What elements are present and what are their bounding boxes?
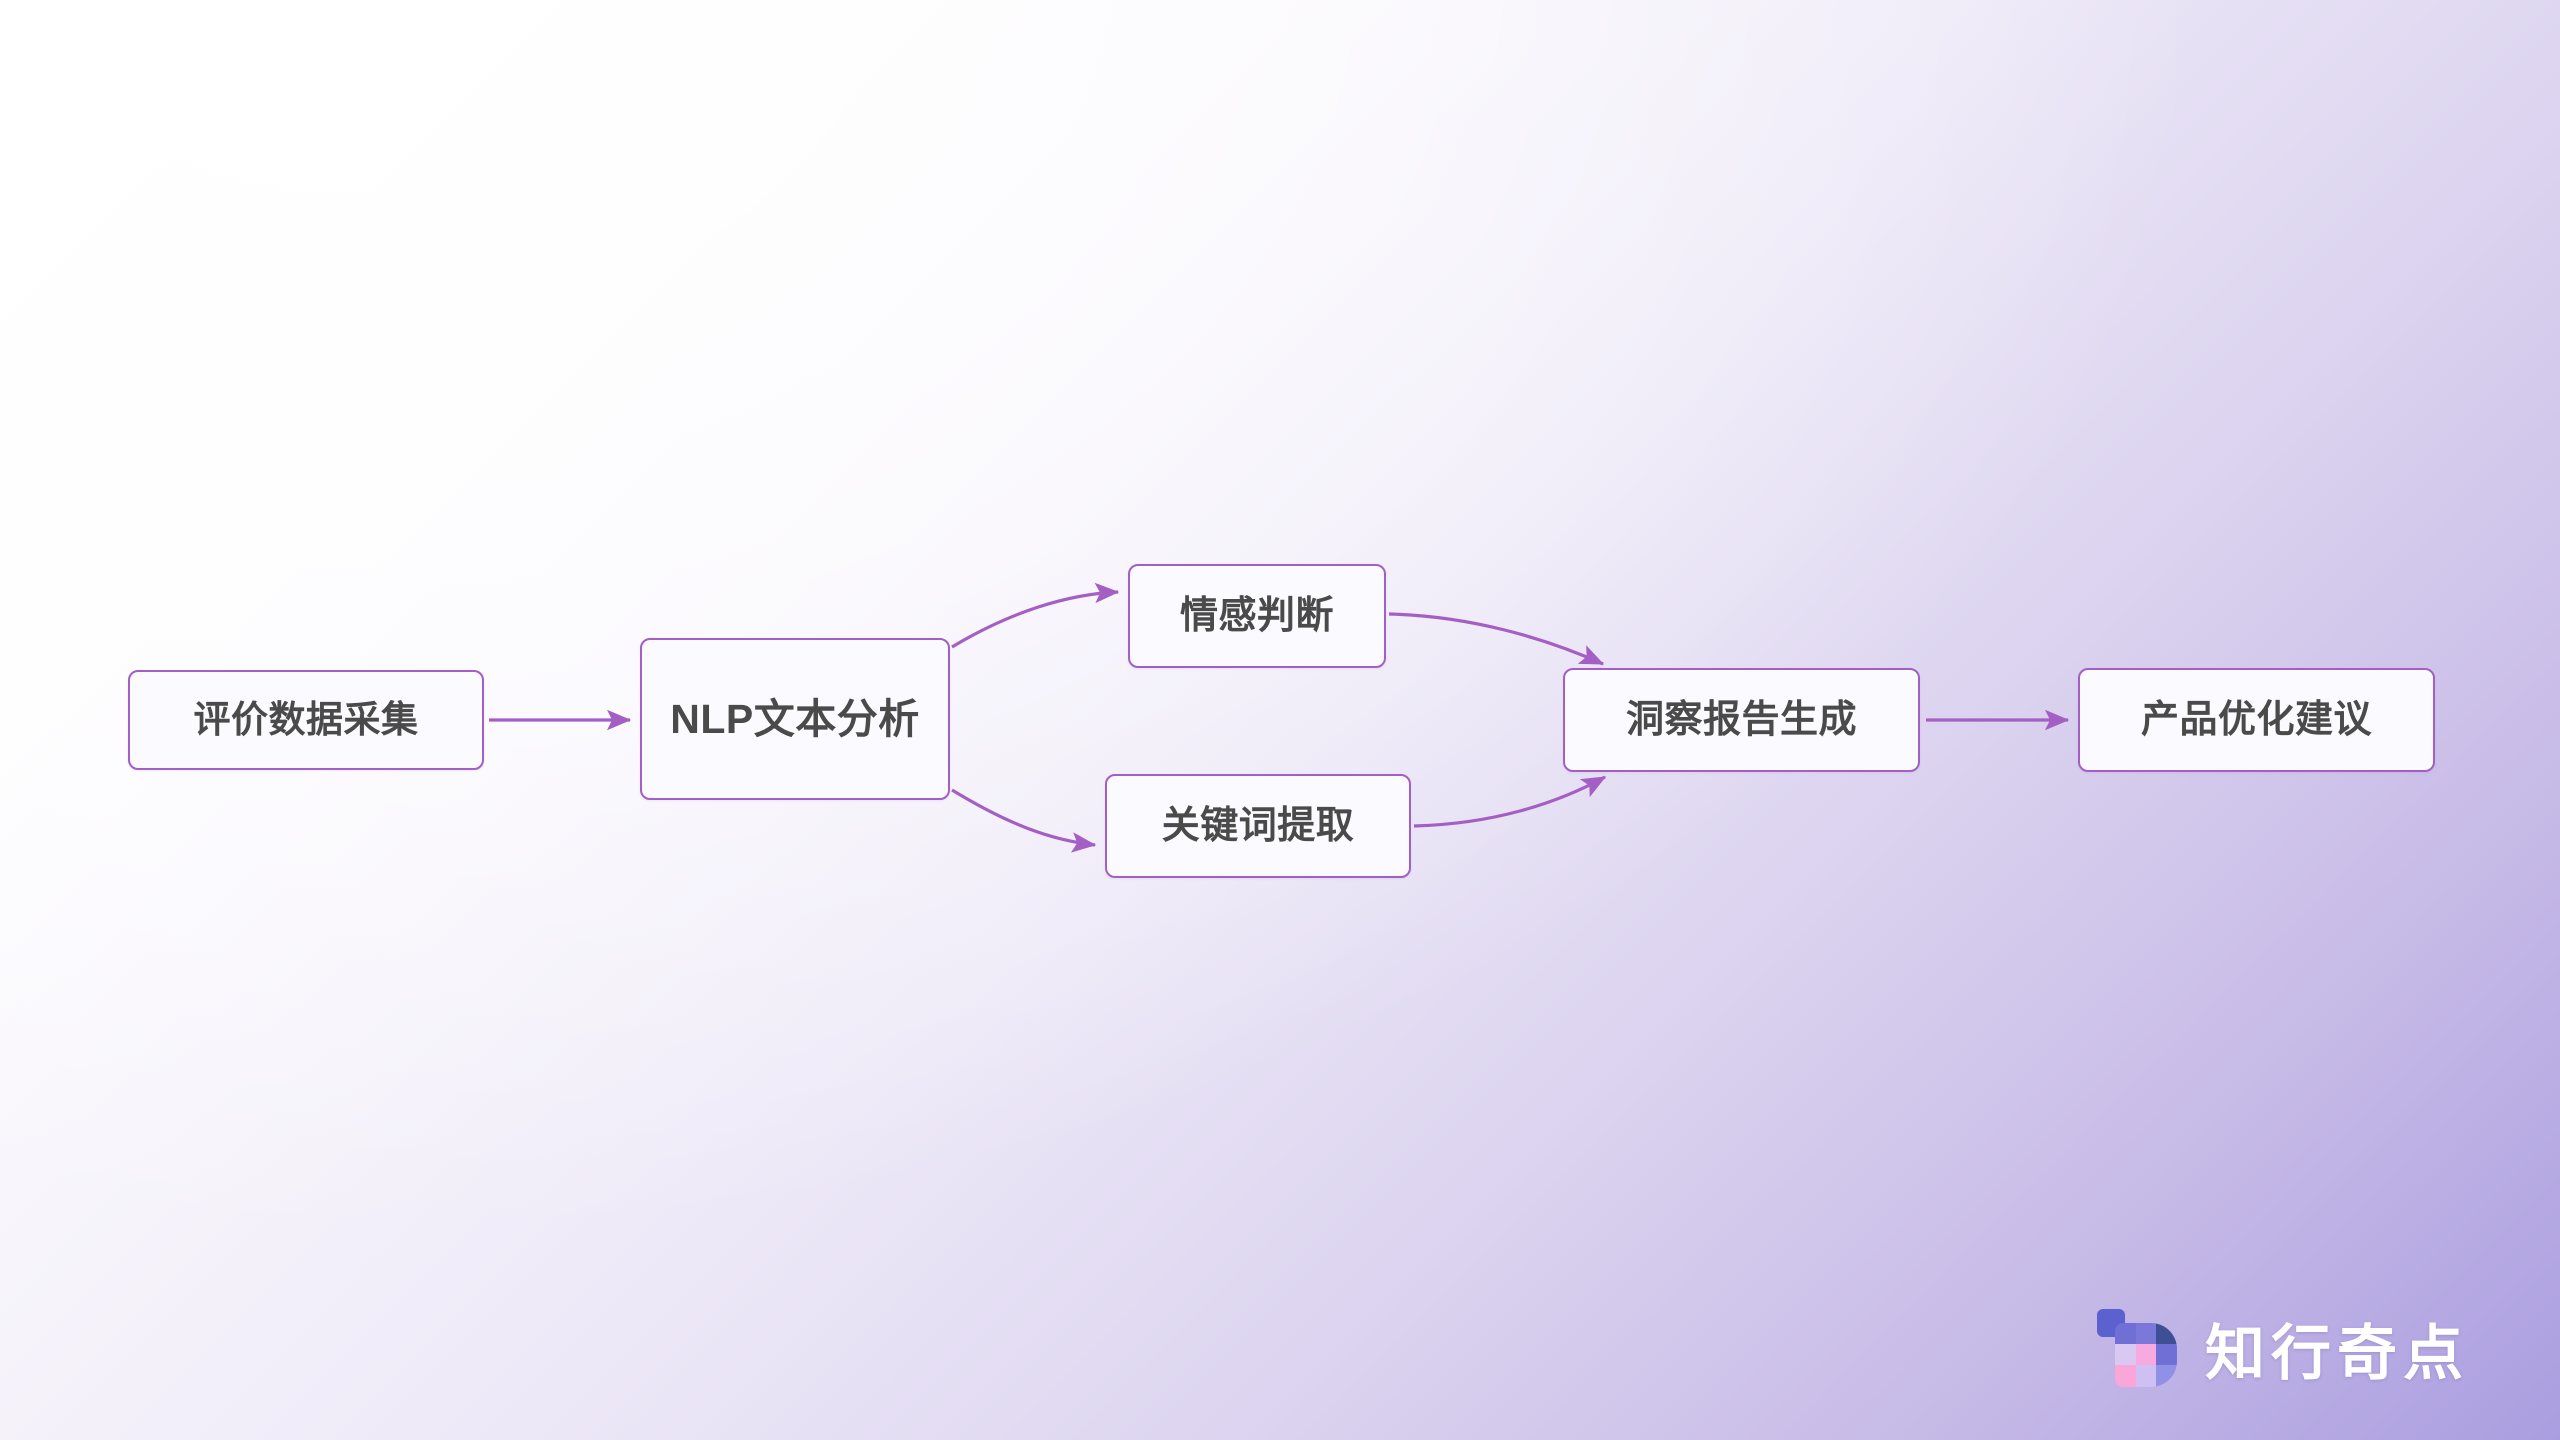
node-keyword-extraction[interactable]: 关键词提取 xyxy=(1105,774,1411,878)
logo-mark-icon xyxy=(2095,1307,2179,1391)
logo-grid xyxy=(2115,1322,2177,1387)
brand-watermark: 知行奇点 xyxy=(2095,1305,2469,1392)
node-sentiment-judgement[interactable]: 情感判断 xyxy=(1128,564,1386,668)
edge-nlp-to-keyword xyxy=(951,788,1097,853)
node-insight-report-generation[interactable]: 洞察报告生成 xyxy=(1563,668,1920,772)
node-product-optimization-advice[interactable]: 产品优化建议 xyxy=(2078,668,2435,772)
brand-name: 知行奇点 xyxy=(2205,1319,2469,1389)
node-label: 情感判断 xyxy=(1179,594,1334,637)
edge-nlp-to-senti xyxy=(951,582,1120,649)
node-label: 关键词提取 xyxy=(1161,804,1355,847)
node-evaluation-data-collection[interactable]: 评价数据采集 xyxy=(128,670,484,770)
node-label: 洞察报告生成 xyxy=(1625,698,1857,741)
node-label: NLP文本分析 xyxy=(670,695,920,742)
node-label: 产品优化建议 xyxy=(2140,698,2372,741)
node-label: 评价数据采集 xyxy=(193,699,419,741)
node-nlp-text-analysis[interactable]: NLP文本分析 xyxy=(640,638,950,800)
edge-senti-to-insight xyxy=(1388,612,1605,666)
edge-keyword-to-insight xyxy=(1413,775,1607,828)
